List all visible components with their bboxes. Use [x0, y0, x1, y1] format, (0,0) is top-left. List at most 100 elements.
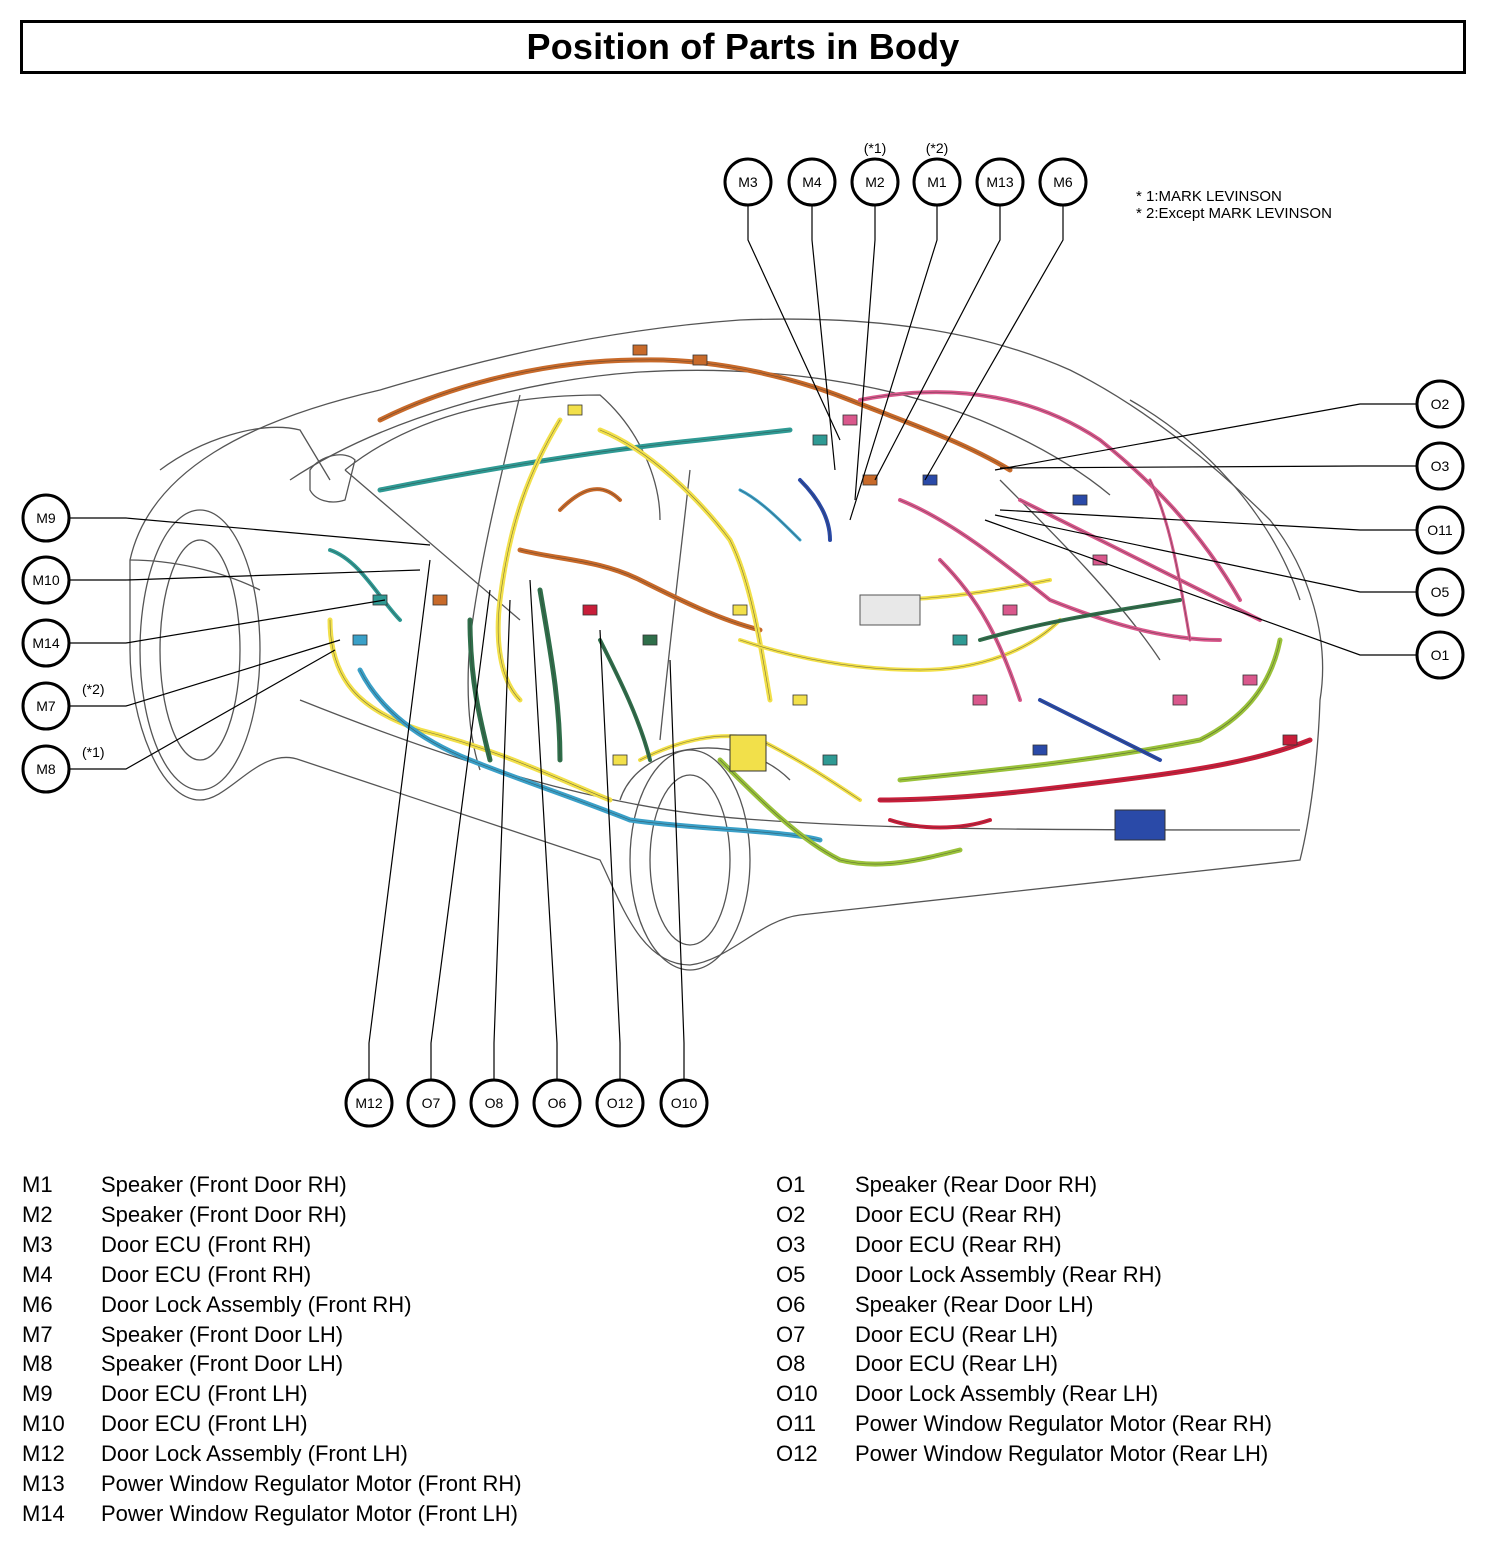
roof-line — [289, 369, 1111, 496]
legend-code: O1 — [776, 1172, 806, 1197]
connector-19 — [352, 634, 368, 646]
legend-code: M3 — [22, 1231, 53, 1257]
callout-m1: M1(*2) — [912, 140, 962, 207]
wire-20 — [598, 638, 652, 762]
legend-code: O5 — [776, 1261, 806, 1287]
title-box: Position of Parts in Body — [20, 20, 1466, 74]
leader-left-2 — [69, 599, 386, 644]
wire-7 — [597, 427, 773, 703]
wire-edge-11 — [859, 391, 1241, 601]
legend-code: M2 — [22, 1201, 53, 1227]
wire-2 — [558, 487, 622, 512]
front-wheel-left — [139, 509, 261, 791]
callout-circle — [21, 493, 71, 543]
wire-edge-12 — [899, 499, 1221, 641]
callout-circle — [1415, 379, 1465, 429]
legend-row-o8: O8 Door ECU (Rear LH) — [776, 1349, 1272, 1379]
side-mirror — [309, 454, 356, 503]
callout-circle — [787, 157, 837, 207]
wire-0 — [377, 357, 1013, 473]
connector-23 — [1282, 734, 1298, 746]
callout-code: O10 — [671, 1095, 698, 1111]
leader-top-5 — [924, 205, 1064, 481]
windshield-line — [344, 394, 661, 521]
wire-19 — [537, 587, 563, 763]
callout-o3: O3 — [1415, 441, 1465, 491]
connectors — [352, 344, 1298, 841]
callout-circle — [21, 744, 71, 794]
callout-circle — [912, 157, 962, 207]
callout-code: M8 — [36, 761, 56, 777]
footnote-1: * 1:MARK LEVINSON — [1136, 188, 1282, 205]
callout-m13: M13 — [975, 157, 1025, 207]
legend-code: O2 — [776, 1201, 806, 1227]
legend-code: M9 — [22, 1381, 53, 1407]
car-body-outline — [129, 318, 1324, 971]
leader-right-2 — [999, 509, 1417, 531]
leader-left-3 — [69, 639, 341, 707]
callout-circle — [1415, 567, 1465, 617]
leader-right-1 — [999, 465, 1417, 469]
wire-3 — [377, 427, 793, 493]
legend-code: M8 — [22, 1351, 53, 1377]
legend-code: O7 — [776, 1321, 806, 1347]
wire-17 — [738, 488, 802, 542]
callout-o6: O6 — [532, 1078, 582, 1128]
callout-circle — [850, 157, 900, 207]
callout-circle — [21, 618, 71, 668]
legend-description: Door ECU (Rear LH) — [855, 1321, 1058, 1347]
legend-code: O8 — [776, 1351, 806, 1377]
wire-edge-2 — [559, 488, 621, 511]
legend-description: Door Lock Assembly (Front RH) — [101, 1291, 412, 1317]
leader-right-4 — [984, 519, 1417, 656]
footnotes: * 1:MARK LEVINSON * 2:Except MARK LEVINS… — [1136, 188, 1332, 222]
connector-3 — [812, 434, 828, 446]
callout-o12: O12 — [595, 1078, 645, 1128]
door-line-mid — [659, 469, 691, 741]
legend-description: Door Lock Assembly (Rear RH) — [855, 1261, 1162, 1287]
callout-circle — [532, 1078, 582, 1128]
wire-edge-24 — [879, 739, 1311, 801]
legend-code: M12 — [22, 1441, 65, 1467]
callout-m9: M9 — [21, 493, 71, 543]
legend-code: M13 — [22, 1471, 65, 1497]
legend-description: Power Window Regulator Motor (Front LH) — [101, 1500, 518, 1526]
connector-21 — [642, 634, 658, 646]
callout-code: M6 — [1053, 174, 1073, 190]
legend-description: Door ECU (Rear LH) — [855, 1351, 1058, 1377]
callout-code: M4 — [802, 174, 822, 190]
connector-2 — [692, 354, 708, 366]
wire-edge-23 — [899, 639, 1281, 781]
callout-circle — [595, 1078, 645, 1128]
hood-line — [159, 426, 331, 481]
leader-top-4 — [874, 205, 1001, 481]
legend-description: Speaker (Front Door RH) — [101, 1172, 347, 1197]
callout-code: O6 — [548, 1095, 567, 1111]
callout-circle — [21, 555, 71, 605]
legend-code: M10 — [22, 1411, 65, 1437]
callout-code: M12 — [355, 1095, 382, 1111]
callout-qualifier: (*1) — [82, 744, 105, 760]
connector-0 — [567, 404, 583, 416]
callout-o10: O10 — [659, 1078, 709, 1128]
legend-description: Power Window Regulator Motor (Rear RH) — [855, 1411, 1272, 1437]
legend-code: M1 — [22, 1172, 53, 1197]
callout-circle — [469, 1078, 519, 1128]
callout-circle — [1038, 157, 1088, 207]
wire-4 — [328, 548, 402, 622]
leader-left-4 — [69, 649, 336, 770]
connector-14 — [822, 754, 838, 766]
leader-bottom-0 — [368, 559, 431, 1080]
callout-m3: M3 — [723, 157, 773, 207]
callout-m7: M7(*2) — [21, 681, 105, 731]
